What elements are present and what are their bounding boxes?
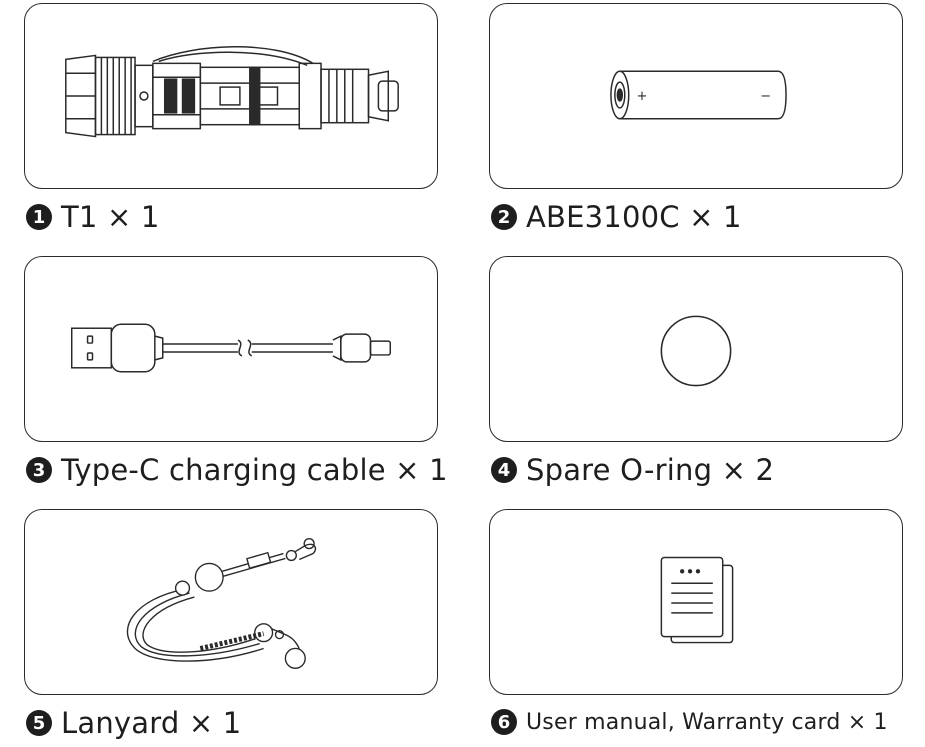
item-6-caption: 6 User manual, Warranty card × 1 xyxy=(491,709,888,735)
item-2-caption: 2 ABE3100C × 1 xyxy=(491,200,742,234)
item-2-number-badge: 2 xyxy=(491,204,517,230)
item-5-label: Lanyard × 1 xyxy=(61,706,242,740)
item-6-image-box xyxy=(489,509,903,695)
item-4-image-box xyxy=(489,256,903,442)
item-3-image-box xyxy=(24,256,438,442)
item-1-number-badge: 1 xyxy=(26,204,52,230)
item-3-number-badge: 3 xyxy=(26,457,52,483)
flashlight-icon xyxy=(65,46,399,138)
item-3-label: Type-C charging cable × 1 xyxy=(61,453,448,487)
item-6-number-badge: 6 xyxy=(491,709,517,735)
item-4-caption: 4 Spare O-ring × 2 xyxy=(491,453,774,487)
item-5-image-box xyxy=(24,509,438,695)
item-2-label: ABE3100C × 1 xyxy=(526,200,742,234)
item-5-caption: 5 Lanyard × 1 xyxy=(26,706,241,740)
item-1-label: T1 × 1 xyxy=(61,200,160,234)
battery-icon: + − xyxy=(610,70,787,120)
item-1-image-box xyxy=(24,3,438,189)
item-4-label: Spare O-ring × 2 xyxy=(526,453,775,487)
document-icon xyxy=(660,556,734,644)
item-1-caption: 1 T1 × 1 xyxy=(26,200,160,234)
usb-c-cable-icon xyxy=(70,323,392,373)
battery-minus-label: − xyxy=(760,89,771,104)
item-5-number-badge: 5 xyxy=(26,710,52,736)
o-ring-icon xyxy=(660,315,732,387)
item-2-image-box: + − xyxy=(489,3,903,189)
item-6-label: User manual, Warranty card × 1 xyxy=(526,709,888,735)
item-3-caption: 3 Type-C charging cable × 1 xyxy=(26,453,448,487)
lanyard-icon xyxy=(126,537,317,669)
battery-plus-label: + xyxy=(637,89,648,104)
item-4-number-badge: 4 xyxy=(491,457,517,483)
